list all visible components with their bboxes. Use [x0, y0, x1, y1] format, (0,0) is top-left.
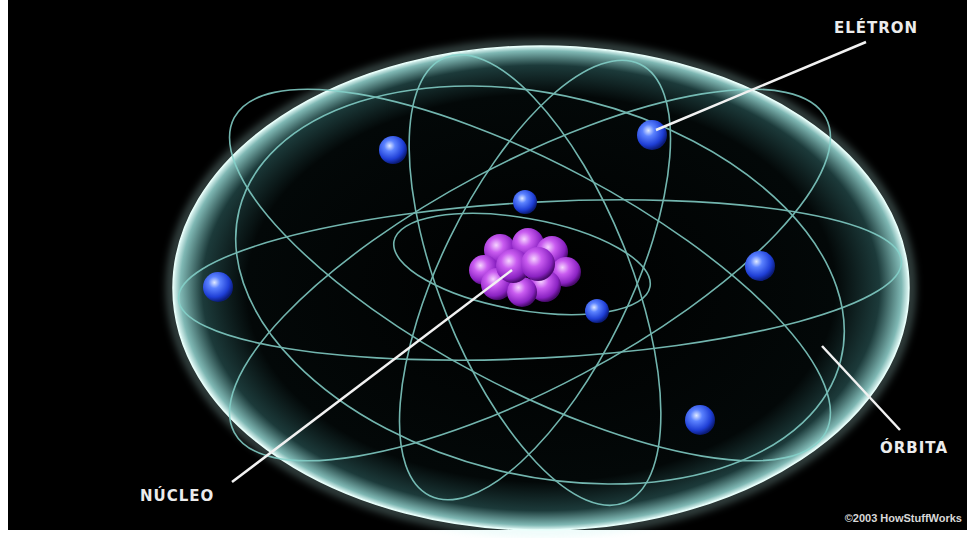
label-anchor: ELÉTRON [834, 20, 918, 37]
electron [637, 120, 667, 150]
electron [513, 190, 537, 214]
orbit [193, 26, 887, 538]
electron [745, 251, 775, 281]
leader-lines [232, 42, 900, 482]
nucleon [521, 247, 555, 281]
orbit [344, 23, 725, 538]
orbit [357, 22, 713, 538]
leader-line [656, 42, 866, 130]
electron [685, 405, 715, 435]
leader-line [822, 346, 900, 430]
orbit [386, 196, 658, 332]
orbits [174, 19, 905, 538]
atom-sphere [173, 46, 909, 530]
nucleus [469, 228, 581, 307]
label-anchor: ÓRBITA [880, 440, 948, 457]
watermark: ©2003 HowStuffWorks [845, 512, 962, 524]
label-anchor: ©2003 HowStuffWorks [845, 512, 962, 524]
electrons [203, 120, 775, 435]
leader-line [232, 270, 512, 482]
part-label: ELÉTRON [834, 20, 918, 37]
label-anchor: NÚCLEO [140, 488, 214, 505]
electron [585, 299, 609, 323]
electron [203, 272, 233, 302]
part-label: ÓRBITA [880, 440, 948, 457]
part-label: NÚCLEO [140, 488, 214, 505]
electron [379, 136, 407, 164]
